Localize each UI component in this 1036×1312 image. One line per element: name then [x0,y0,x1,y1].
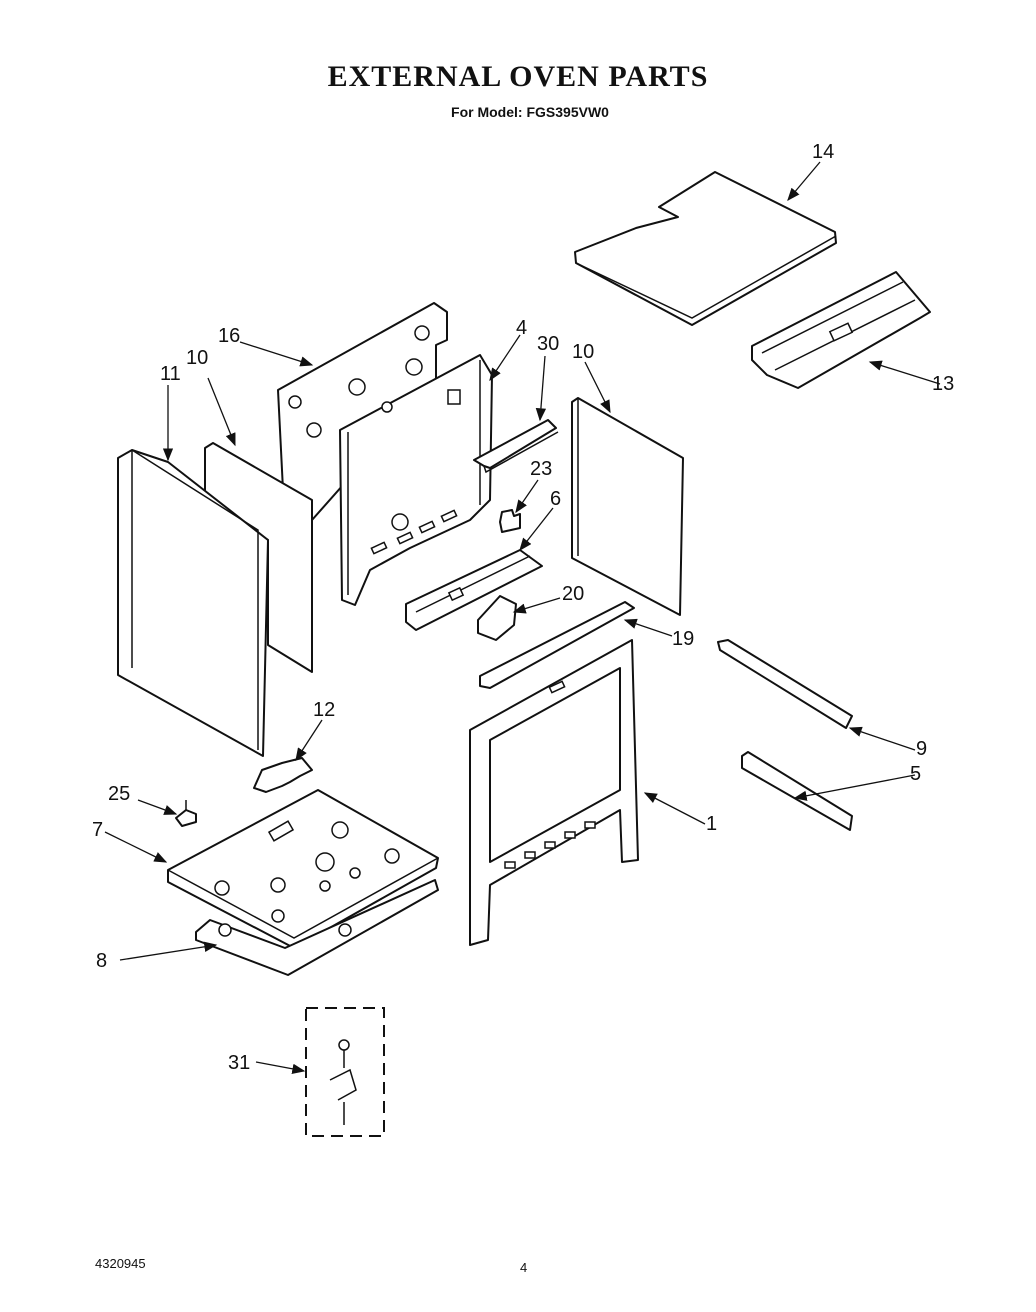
part-4-inner-back-panel [339,354,493,606]
callout-31: 31 [228,1052,250,1074]
callout-23: 23 [530,458,552,480]
part-9-rail [717,639,853,729]
callout-5: 5 [910,763,921,785]
part-31-hardware-detail [305,1007,385,1137]
part-5-rail [741,751,853,831]
callout-10-right: 10 [572,341,594,363]
part-25-leveling-leg [175,800,197,827]
part-14-top-panel [574,171,837,326]
part-20-plate [477,595,517,641]
callout-9: 9 [916,738,927,760]
part-10-right-side-panel [571,397,684,616]
page-number: 4 [520,1260,528,1275]
callout-20: 20 [562,583,584,605]
part-16-rear-panel [277,302,448,521]
callout-25: 25 [108,783,130,805]
callout-6: 6 [550,488,561,510]
callout-8: 8 [96,950,107,972]
callout-13: 13 [932,373,954,395]
part-30-bracket [473,419,559,474]
callout-19: 19 [672,628,694,650]
document-number: 4320945 [95,1256,146,1271]
callout-10-left: 10 [186,347,208,369]
callout-30: 30 [537,333,559,355]
part-19-strip [479,601,635,689]
callout-7: 7 [92,819,103,841]
part-6-bracket [405,549,543,631]
callout-4: 4 [516,317,527,339]
callout-1: 1 [706,813,717,835]
callout-16: 16 [218,325,240,347]
page-title: EXTERNAL OVEN PARTS [327,60,709,93]
callout-12: 12 [313,699,335,721]
model-subtitle: For Model: FGS395VW0 [451,104,609,120]
part-23-clip [499,509,521,533]
part-13-rear-bracket [751,271,931,389]
callout-14: 14 [812,141,834,163]
callout-11: 11 [160,363,181,385]
part-1-front-frame [469,639,639,946]
leader-lines [104,161,941,1074]
part-7-bottom-panel [167,789,439,949]
part-11-left-side-panel [117,449,269,757]
part-12-bracket [253,757,313,793]
